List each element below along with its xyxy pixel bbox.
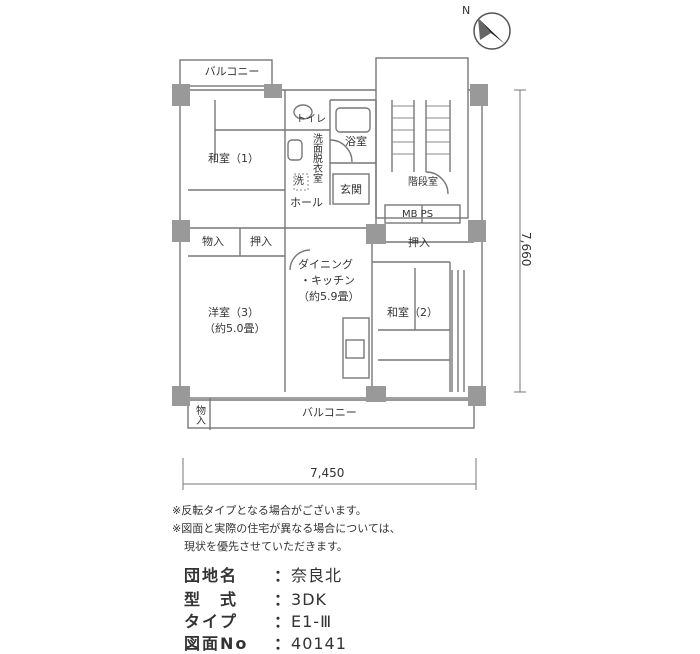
info-separator: ： (274, 634, 292, 653)
info-kata-label: 型 式 (184, 590, 239, 609)
entrance-label: 玄関 (340, 183, 362, 196)
toilet-fixture (293, 104, 313, 120)
door-swing (289, 249, 311, 271)
kitchen-counter (342, 317, 370, 379)
dressing-label: 洗面脱衣室 (310, 133, 322, 183)
column (172, 84, 190, 106)
column (470, 84, 488, 106)
info-kata: 型 式 ：3DK (184, 586, 327, 610)
balcony-top-outline (179, 59, 273, 87)
info-type-label: タイプ (184, 612, 239, 631)
dk-size-label: （約5.9畳） (298, 290, 360, 303)
info-zumen: 図面No ：40141 (184, 630, 347, 654)
youshitsu-size-label: （約5.0畳） (204, 322, 266, 335)
balcony-bottom-label: バルコニー (302, 406, 357, 419)
info-separator: ： (274, 612, 292, 631)
column (172, 220, 190, 242)
storage1-label: 物入 (202, 235, 224, 248)
column (468, 220, 486, 242)
info-separator: ： (274, 590, 292, 609)
door-swing (425, 171, 449, 195)
info-type-value: E1-Ⅲ (291, 612, 333, 631)
stairwell-label: 階段室 (408, 177, 438, 188)
bathtub-fixture (335, 107, 371, 133)
column (366, 386, 386, 402)
compass-n-label: N (462, 4, 471, 17)
balcony-bottom-outline (187, 397, 475, 429)
info-zumen-value: 40141 (291, 634, 347, 653)
info-danchi-value: 奈良北 (291, 566, 343, 585)
balcony-top-label: バルコニー (204, 65, 260, 78)
compass-icon (473, 12, 511, 50)
washbasin-fixture (287, 139, 303, 161)
dimension-height-label: 7,660 (519, 232, 533, 267)
entrance-box (332, 173, 370, 205)
column (366, 224, 386, 244)
kitchen-sink (345, 339, 365, 359)
hall-label: ホール (290, 196, 323, 209)
oshiire2-label: 押入 (408, 236, 430, 249)
dimension-width-label: 7,450 (310, 466, 345, 480)
note-1: ※反転タイプとなる場合がございます。 (172, 504, 367, 517)
column (172, 386, 190, 406)
mb-ps-label: MB PS (402, 209, 434, 220)
toilet-label: トイレ (296, 114, 326, 125)
note-2: ※図面と実際の住宅が異なる場合については、 (172, 522, 401, 535)
stair-core-outline (375, 57, 469, 219)
washitsu2-label: 和室（2） (387, 306, 438, 319)
info-kata-value: 3DK (291, 590, 328, 609)
washer-label: 洗 (294, 176, 304, 187)
building-outline (179, 89, 483, 401)
note-3: 現状を優先させていただきます。 (184, 540, 348, 553)
info-zumen-label: 図面No (184, 634, 249, 653)
column (468, 386, 486, 406)
info-type: タイプ ：E1-Ⅲ (184, 608, 332, 632)
dk-label-2: ・キッチン (300, 274, 355, 287)
door-swing (329, 139, 353, 163)
storage2-label: 物入 (193, 405, 205, 425)
washitsu1-label: 和室（1） (208, 152, 259, 165)
info-danchi-label: 団地名 (184, 566, 239, 585)
oshiire1-label: 押入 (250, 235, 272, 248)
youshitsu-label: 洋室（3） (208, 306, 259, 319)
info-separator: ： (274, 566, 292, 585)
dk-label: ダイニング (298, 258, 353, 271)
column (264, 84, 282, 98)
info-danchi: 団地名 ：奈良北 (184, 562, 342, 586)
washer-space (293, 173, 309, 191)
bath-label: 浴室 (345, 135, 367, 148)
